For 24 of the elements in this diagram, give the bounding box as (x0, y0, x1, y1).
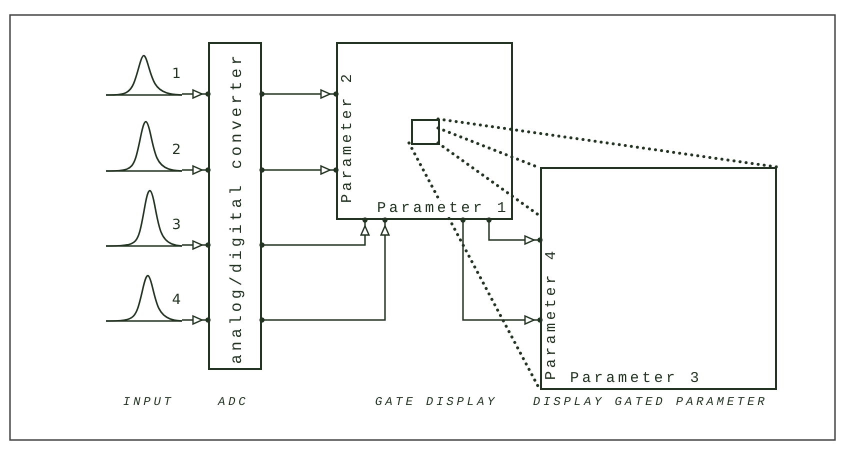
gated-display-box (540, 167, 777, 390)
arrow (182, 89, 212, 99)
arrow (460, 217, 544, 325)
gate-region-box (411, 119, 440, 145)
section-caption: DISPLAY GATED PARAMETER (533, 395, 768, 409)
section-caption: ADC (218, 395, 249, 409)
channel-number: 2 (172, 142, 181, 158)
channel-number: 4 (172, 292, 181, 308)
channel-number: 3 (172, 217, 181, 233)
arrow (182, 165, 212, 175)
arrow (259, 89, 340, 99)
dotted-projection-line (436, 142, 542, 218)
arrow (182, 240, 212, 250)
dotted-projection-line (436, 118, 778, 168)
arrow (259, 216, 390, 323)
channel-number: 1 (172, 66, 181, 82)
arrow (182, 315, 212, 325)
gate-display-box (336, 42, 513, 220)
arrow (259, 165, 340, 175)
section-caption: INPUT (123, 395, 174, 409)
arrow (486, 217, 544, 245)
converter-box (208, 42, 262, 370)
arrow (259, 216, 370, 248)
section-caption: GATE DISPLAY (375, 395, 498, 409)
